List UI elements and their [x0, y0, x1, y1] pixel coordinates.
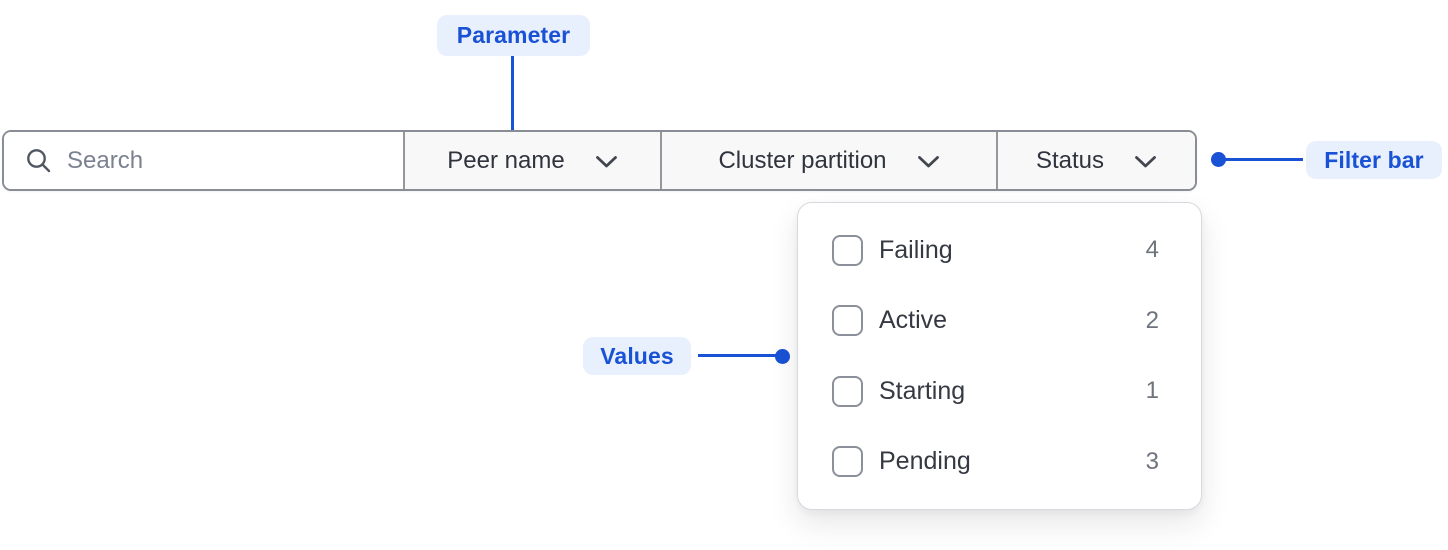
parameter-annotation-badge: Parameter: [437, 15, 590, 56]
values-annotation-label: Values: [600, 342, 674, 369]
parameter-annotation-label: Parameter: [456, 22, 571, 48]
filter-bar-annotation-label: Filter bar: [1324, 146, 1424, 173]
chevron-down-icon: [595, 155, 618, 169]
status-option-active[interactable]: Active 2: [798, 286, 1201, 357]
option-count: 3: [1145, 447, 1159, 475]
filter-bar-callout-line: [1219, 158, 1303, 161]
option-label: Pending: [879, 447, 971, 476]
filter-bar-callout-dot: [1211, 152, 1226, 167]
status-option-pending[interactable]: Pending 3: [798, 427, 1201, 498]
chevron-down-icon: [1134, 155, 1157, 169]
option-count: 1: [1145, 377, 1159, 405]
values-annotation-badge: Values: [583, 337, 691, 375]
dropdown-cluster-partition-label: Cluster partition: [718, 146, 887, 174]
filter-bar-annotation-badge: Filter bar: [1306, 141, 1442, 179]
values-callout-dot: [775, 349, 790, 364]
dropdown-peer-name[interactable]: Peer name: [403, 132, 660, 189]
parameter-callout-line: [511, 56, 514, 138]
checkbox-starting[interactable]: [832, 375, 863, 407]
dropdown-status[interactable]: Status: [996, 132, 1195, 189]
dropdown-cluster-partition[interactable]: Cluster partition: [660, 132, 996, 189]
search-input[interactable]: [67, 146, 367, 175]
search-section[interactable]: [4, 132, 403, 189]
dropdown-status-label: Status: [1035, 146, 1105, 174]
values-callout-line: [698, 354, 778, 357]
status-dropdown-panel: Failing 4 Active 2 Starting 1 Pending 3: [797, 202, 1202, 510]
checkbox-pending[interactable]: [832, 446, 863, 478]
dropdown-peer-name-label: Peer name: [447, 146, 565, 174]
option-label: Failing: [879, 235, 953, 264]
status-option-starting[interactable]: Starting 1: [798, 356, 1201, 427]
checkbox-failing[interactable]: [832, 234, 863, 266]
chevron-down-icon: [917, 155, 940, 169]
option-label: Active: [879, 306, 948, 335]
option-count: 4: [1145, 236, 1159, 264]
option-count: 2: [1145, 306, 1159, 334]
status-option-failing[interactable]: Failing 4: [798, 215, 1201, 286]
search-icon: [25, 147, 52, 174]
checkbox-active[interactable]: [832, 305, 863, 337]
filter-bar: Peer name Cluster partition Status: [2, 130, 1197, 191]
option-label: Starting: [879, 376, 966, 405]
